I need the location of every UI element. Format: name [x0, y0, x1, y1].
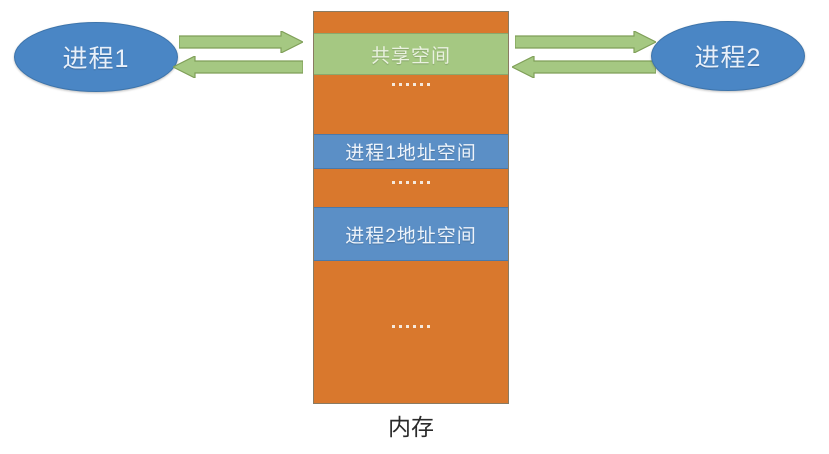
ellipsis-dots-2 [314, 181, 508, 184]
block-arrow-left-icon [512, 56, 656, 78]
block-arrow-left-icon [173, 56, 303, 78]
memory-block-free-1 [314, 75, 508, 134]
memory-block-shared-space: 共享空间 [314, 33, 508, 75]
process-node-2: 进程2 [651, 21, 805, 91]
memory-block-free-bottom [314, 261, 508, 403]
ellipsis-dots-3 [314, 325, 508, 328]
memory-block-process2-address-space: 进程2地址空间 [314, 207, 508, 261]
process-node-1: 进程1 [14, 22, 178, 92]
memory-block-free-top [314, 12, 508, 33]
memory-block-process1-address-space: 进程1地址空间 [314, 134, 508, 169]
process-node-1-label: 进程1 [62, 45, 130, 73]
block-arrow-right-icon [515, 31, 656, 53]
process-node-2-label: 进程2 [694, 44, 762, 72]
memory-column: 共享空间 进程1地址空间 进程2地址空间 [313, 11, 509, 404]
memory-caption: 内存 [388, 415, 434, 441]
memory-block-free-2 [314, 169, 508, 207]
memory-block-process1-address-space-label: 进程1地址空间 [345, 143, 477, 164]
memory-block-shared-space-label: 共享空间 [370, 45, 451, 67]
block-arrow-right-icon [179, 31, 303, 53]
memory-block-process2-address-space-label: 进程2地址空间 [345, 225, 477, 247]
ellipsis-dots-1 [314, 83, 508, 86]
